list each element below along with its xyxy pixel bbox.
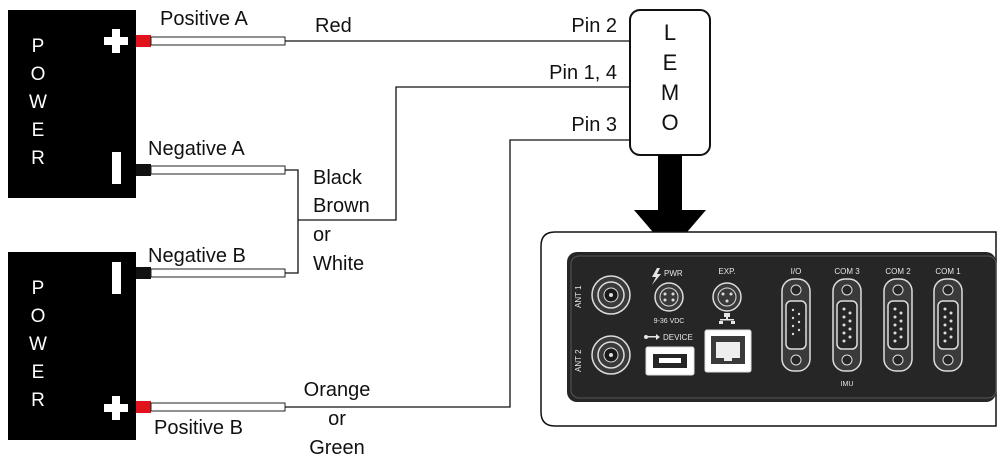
plus-icon (104, 29, 128, 53)
power-block-b: P O W E R (8, 252, 151, 440)
exp-connector (712, 282, 742, 312)
wires (285, 40, 630, 408)
ant1-label: ANT 1 (574, 285, 583, 308)
orange-label: Orange (304, 379, 371, 401)
com3-label: COM 3 (834, 267, 860, 276)
imu-label: IMU (841, 381, 854, 388)
lemo-letter: L (664, 20, 676, 45)
com1-port (933, 278, 963, 372)
negative-a-label: Negative A (148, 138, 245, 160)
power-b-letter: O (31, 306, 46, 327)
com2-label: COM 2 (885, 267, 911, 276)
power-b-letter: R (31, 390, 45, 411)
lemo-connector: L E M O (629, 9, 711, 156)
ethernet-port (704, 329, 752, 373)
io-label: I/O (791, 267, 802, 276)
lemo-letter: O (661, 110, 678, 135)
power-block-a: P O W E R (8, 10, 151, 198)
negative-terminal-a (136, 164, 151, 176)
brown-label: Brown (313, 195, 370, 217)
power-a-letter: P (32, 36, 45, 57)
io-port (781, 278, 811, 372)
positive-a-label: Positive A (160, 8, 248, 30)
negative-a-wire (285, 169, 299, 274)
positive-terminal-a (136, 35, 151, 47)
white-label: White (313, 253, 364, 275)
positive-terminal-b (136, 401, 151, 413)
lemo-letter: M (661, 80, 679, 105)
power-b-letter: E (32, 362, 45, 383)
exp-label: EXP. (718, 267, 735, 276)
receiver-panel: ANT 1 ANT 2 PWR 9-36 VDC EXP (540, 231, 997, 427)
minus-icon (112, 262, 121, 294)
power-b-letter: W (29, 334, 47, 355)
red-label: Red (315, 15, 352, 37)
power-a-letter: R (31, 148, 45, 169)
device-label: DEVICE (663, 333, 693, 342)
usb-icon (644, 334, 660, 340)
pin14-label: Pin 1, 4 (549, 62, 617, 84)
vdc-label: 9-36 VDC (654, 318, 685, 325)
positive-b-label: Positive B (154, 417, 243, 439)
ant1-connector (591, 275, 631, 315)
plus-icon (104, 396, 128, 420)
power-b-letter: P (32, 278, 45, 299)
ethernet-icon (719, 313, 735, 324)
pin2-label: Pin 2 (571, 15, 617, 37)
black-label: Black (313, 167, 363, 189)
power-a-letter: E (32, 120, 45, 141)
ant2-connector (591, 335, 631, 375)
or-label: or (328, 408, 346, 430)
minus-icon (112, 152, 121, 184)
usb-port (645, 346, 695, 376)
pin3-label: Pin 3 (571, 114, 617, 136)
cable-sleeves (150, 36, 286, 412)
down-arrow-icon (634, 155, 706, 252)
negative-b-label: Negative B (148, 245, 246, 267)
power-a-letter: W (29, 92, 47, 113)
com1-label: COM 1 (935, 267, 961, 276)
power-a-letter: O (31, 64, 46, 85)
com3-port (832, 278, 862, 372)
pwr-label: PWR (664, 269, 683, 278)
com2-port (883, 278, 913, 372)
black-wire (298, 86, 630, 221)
pwr-connector (654, 282, 684, 312)
negative-terminal-b (136, 267, 151, 279)
orange-wire (285, 139, 630, 408)
or-label: or (313, 224, 331, 246)
lemo-letter: E (663, 50, 678, 75)
lightning-icon (652, 268, 661, 285)
wire-labels: Positive A Negative A Negative B Positiv… (148, 8, 617, 459)
green-label: Green (309, 437, 365, 459)
ant2-label: ANT 2 (574, 349, 583, 372)
